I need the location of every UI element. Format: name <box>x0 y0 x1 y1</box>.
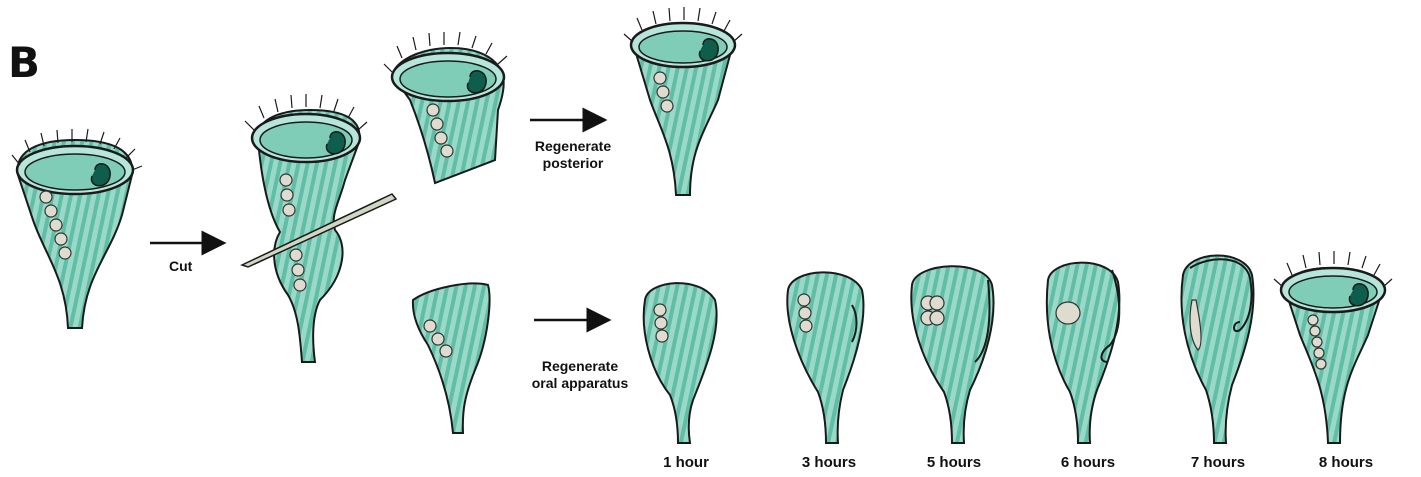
stage-3-hours <box>787 272 863 443</box>
regenerate-posterior-label: Regenerate posterior <box>520 138 626 172</box>
time-label-6h: 6 hours <box>1038 454 1138 471</box>
cut-label: Cut <box>169 258 192 275</box>
time-label-5h: 5 hours <box>904 454 1004 471</box>
stage-6-hours <box>1047 263 1120 443</box>
posterior-fragment <box>413 283 490 433</box>
time-label-3h: 3 hours <box>779 454 879 471</box>
time-label-7h: 7 hours <box>1168 454 1268 471</box>
regenerated-full-stentor <box>624 7 742 195</box>
anterior-fragment <box>384 32 507 183</box>
time-label-1h: 1 hour <box>636 454 736 471</box>
regenerate-oral-label: Regenerate oral apparatus <box>515 358 645 392</box>
stentor-being-cut <box>242 94 396 362</box>
stage-1-hour <box>644 283 717 443</box>
stage-7-hours <box>1181 255 1253 443</box>
stage-8-hours <box>1274 251 1392 443</box>
stentor-original <box>12 129 142 328</box>
stage-5-hours <box>911 266 993 443</box>
time-label-8h: 8 hours <box>1296 454 1396 471</box>
